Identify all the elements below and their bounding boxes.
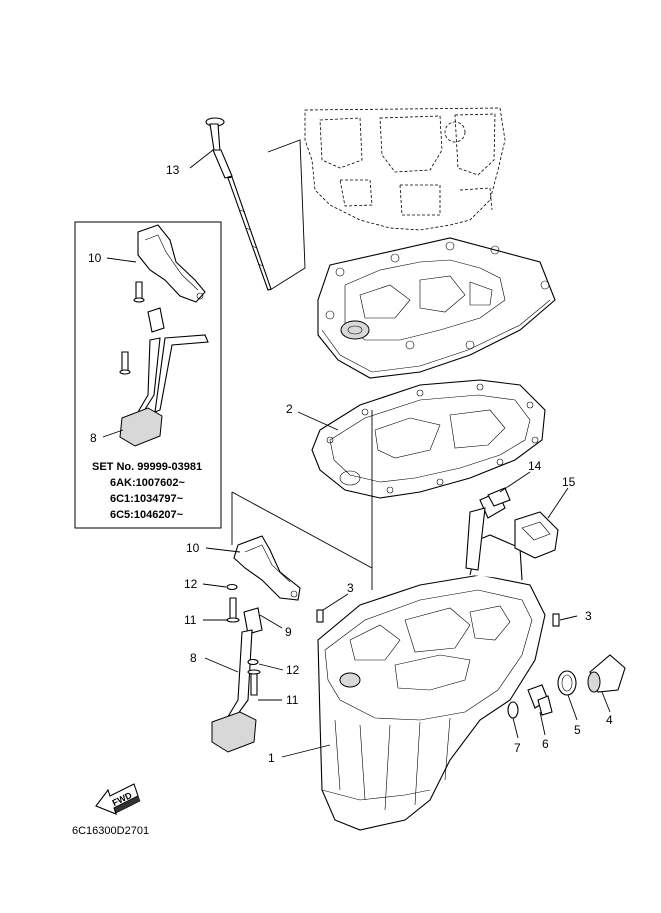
hose-fitting-part-4 bbox=[587, 654, 626, 693]
set-number: SET No. 99999-03981 bbox=[92, 461, 202, 473]
callout-14: 14 bbox=[528, 459, 542, 473]
callout-5: 5 bbox=[574, 723, 581, 737]
callout-10: 10 bbox=[186, 541, 200, 555]
strainer-assembly-lower bbox=[211, 535, 301, 753]
grommet-part-15 bbox=[514, 511, 559, 559]
callout-11-lower: 11 bbox=[286, 693, 299, 707]
callout-7: 7 bbox=[514, 741, 521, 755]
leader-lines bbox=[102, 149, 611, 758]
dowel-pin-right bbox=[552, 613, 560, 627]
drawing-code: 6C16300D2701 bbox=[72, 825, 149, 837]
callout-15: 15 bbox=[562, 475, 576, 489]
callout-9: 9 bbox=[285, 625, 292, 639]
clip-part-5 bbox=[557, 670, 577, 696]
callout-11-upper: 11 bbox=[184, 613, 197, 627]
callout-3-right: 3 bbox=[585, 609, 592, 623]
set-inset-box bbox=[74, 221, 222, 529]
dipstick bbox=[205, 117, 272, 291]
fwd-arrow-icon bbox=[95, 783, 141, 815]
callout-6: 6 bbox=[542, 737, 549, 751]
callout-8-inset: 8 bbox=[90, 431, 97, 445]
callout-13: 13 bbox=[166, 163, 180, 177]
callout-4: 4 bbox=[606, 713, 613, 727]
gasket bbox=[311, 379, 546, 499]
callout-2: 2 bbox=[286, 402, 293, 416]
set-serial-6c1: 6C1:1034797~ bbox=[110, 493, 184, 505]
strainer-assembly-inset bbox=[119, 224, 209, 447]
engine-block-outline bbox=[304, 107, 506, 231]
hose-part-14 bbox=[465, 487, 511, 571]
drain-plug-part-6 bbox=[527, 684, 553, 716]
set-serial-6c5: 6C5:1046207~ bbox=[110, 509, 184, 521]
oil-pan bbox=[317, 534, 546, 831]
set-serial-6ak: 6AK:1007602~ bbox=[110, 477, 185, 489]
dowel-pin-left bbox=[316, 609, 324, 623]
callout-3-left: 3 bbox=[347, 581, 354, 595]
callout-10-inset: 10 bbox=[88, 251, 102, 265]
upper-casing-plate bbox=[317, 237, 556, 379]
washer-part-7 bbox=[507, 701, 519, 719]
callout-8: 8 bbox=[190, 651, 197, 665]
callout-12-lower: 12 bbox=[286, 663, 300, 677]
callout-1: 1 bbox=[268, 751, 275, 765]
callout-12-upper: 12 bbox=[184, 577, 198, 591]
